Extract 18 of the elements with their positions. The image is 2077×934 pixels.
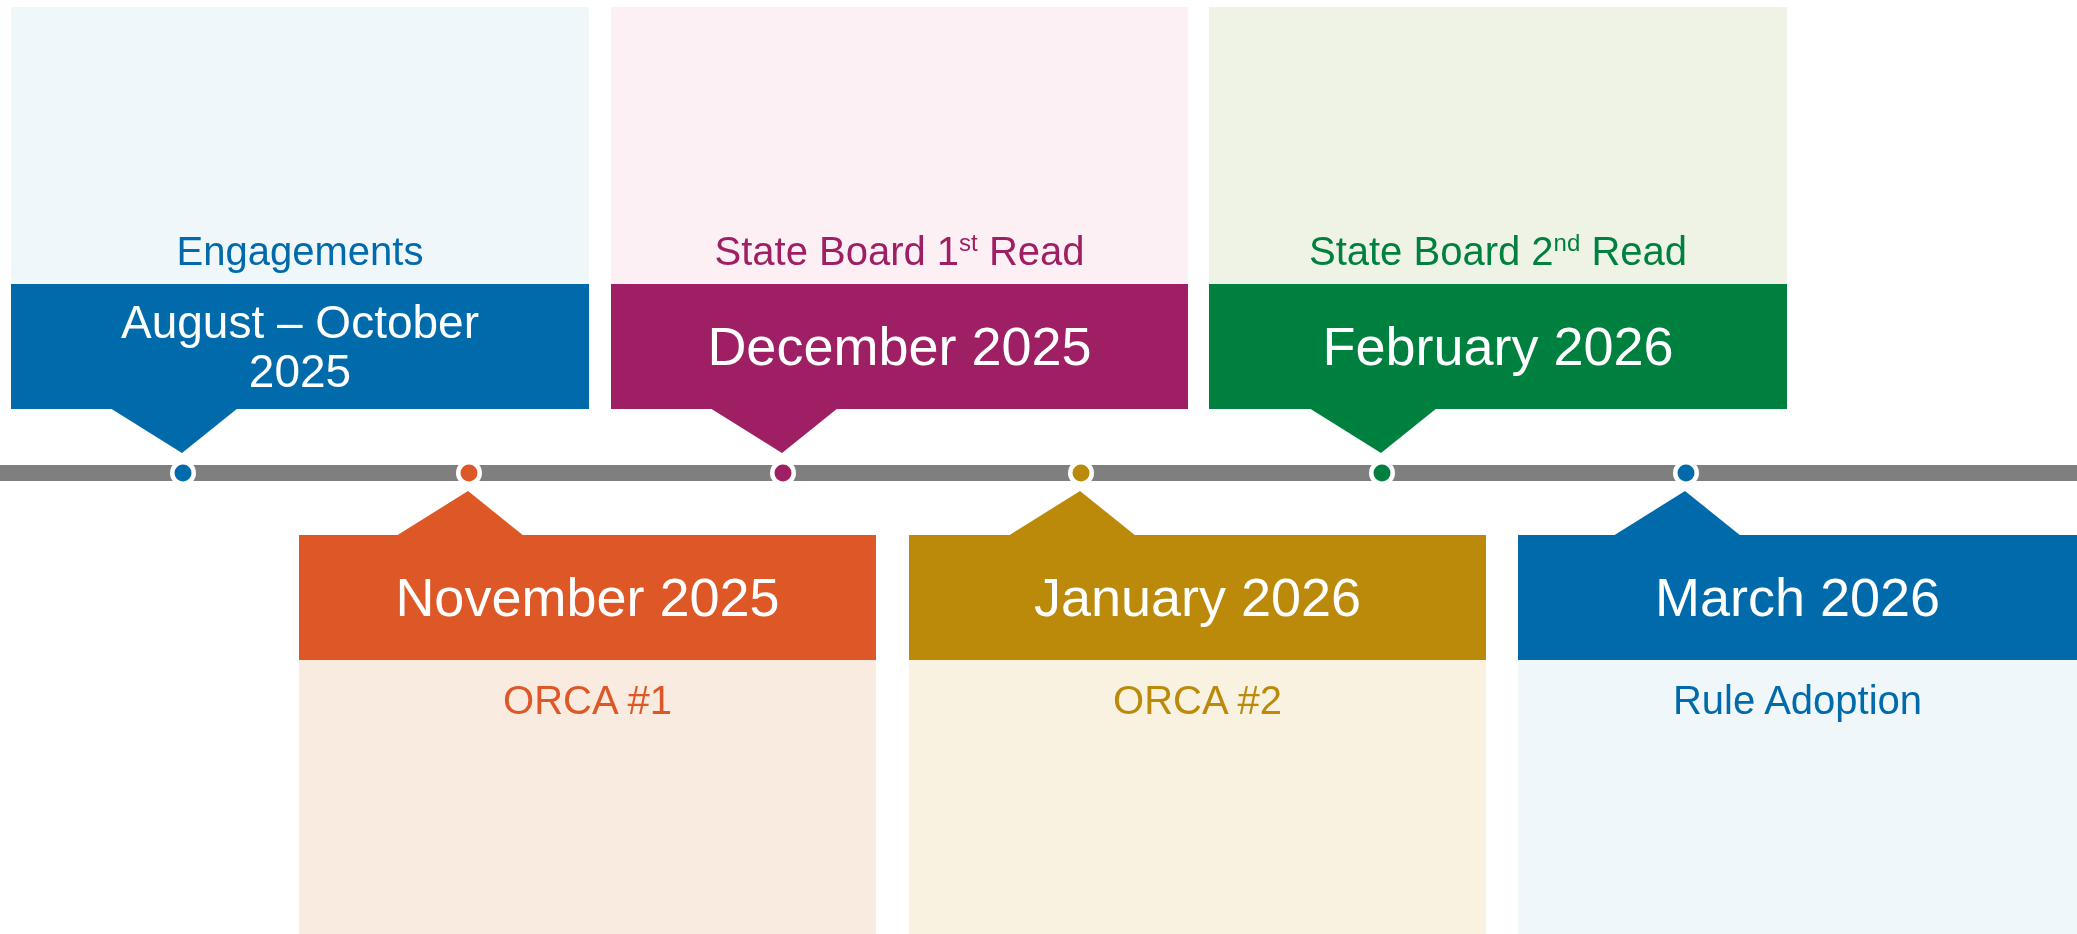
event-title: State Board 2$^{nd}$ Read xyxy=(1308,229,1688,273)
event-panel xyxy=(611,7,1188,409)
event-panel xyxy=(909,535,1486,934)
date-label: January 2026 xyxy=(1033,569,1362,626)
event-panel xyxy=(11,7,589,409)
date-label: March 2026 xyxy=(1654,569,1941,626)
event-title: Engagements xyxy=(176,229,424,273)
event-panel xyxy=(299,535,876,934)
event-panel xyxy=(1518,535,2077,934)
date-label: December 2025 xyxy=(707,318,1092,375)
event-title: Rule Adoption xyxy=(1672,678,1923,722)
event-panel xyxy=(1209,7,1787,409)
date-label: February 2026 xyxy=(1322,318,1674,375)
date-label: November 2025 xyxy=(395,569,780,626)
date-label: August – October 2025 xyxy=(120,298,480,395)
event-title: ORCA #1 xyxy=(503,678,672,722)
event-title: ORCA #2 xyxy=(1113,678,1282,722)
event-title: State Board 1$^{st}$ Read xyxy=(714,229,1085,273)
